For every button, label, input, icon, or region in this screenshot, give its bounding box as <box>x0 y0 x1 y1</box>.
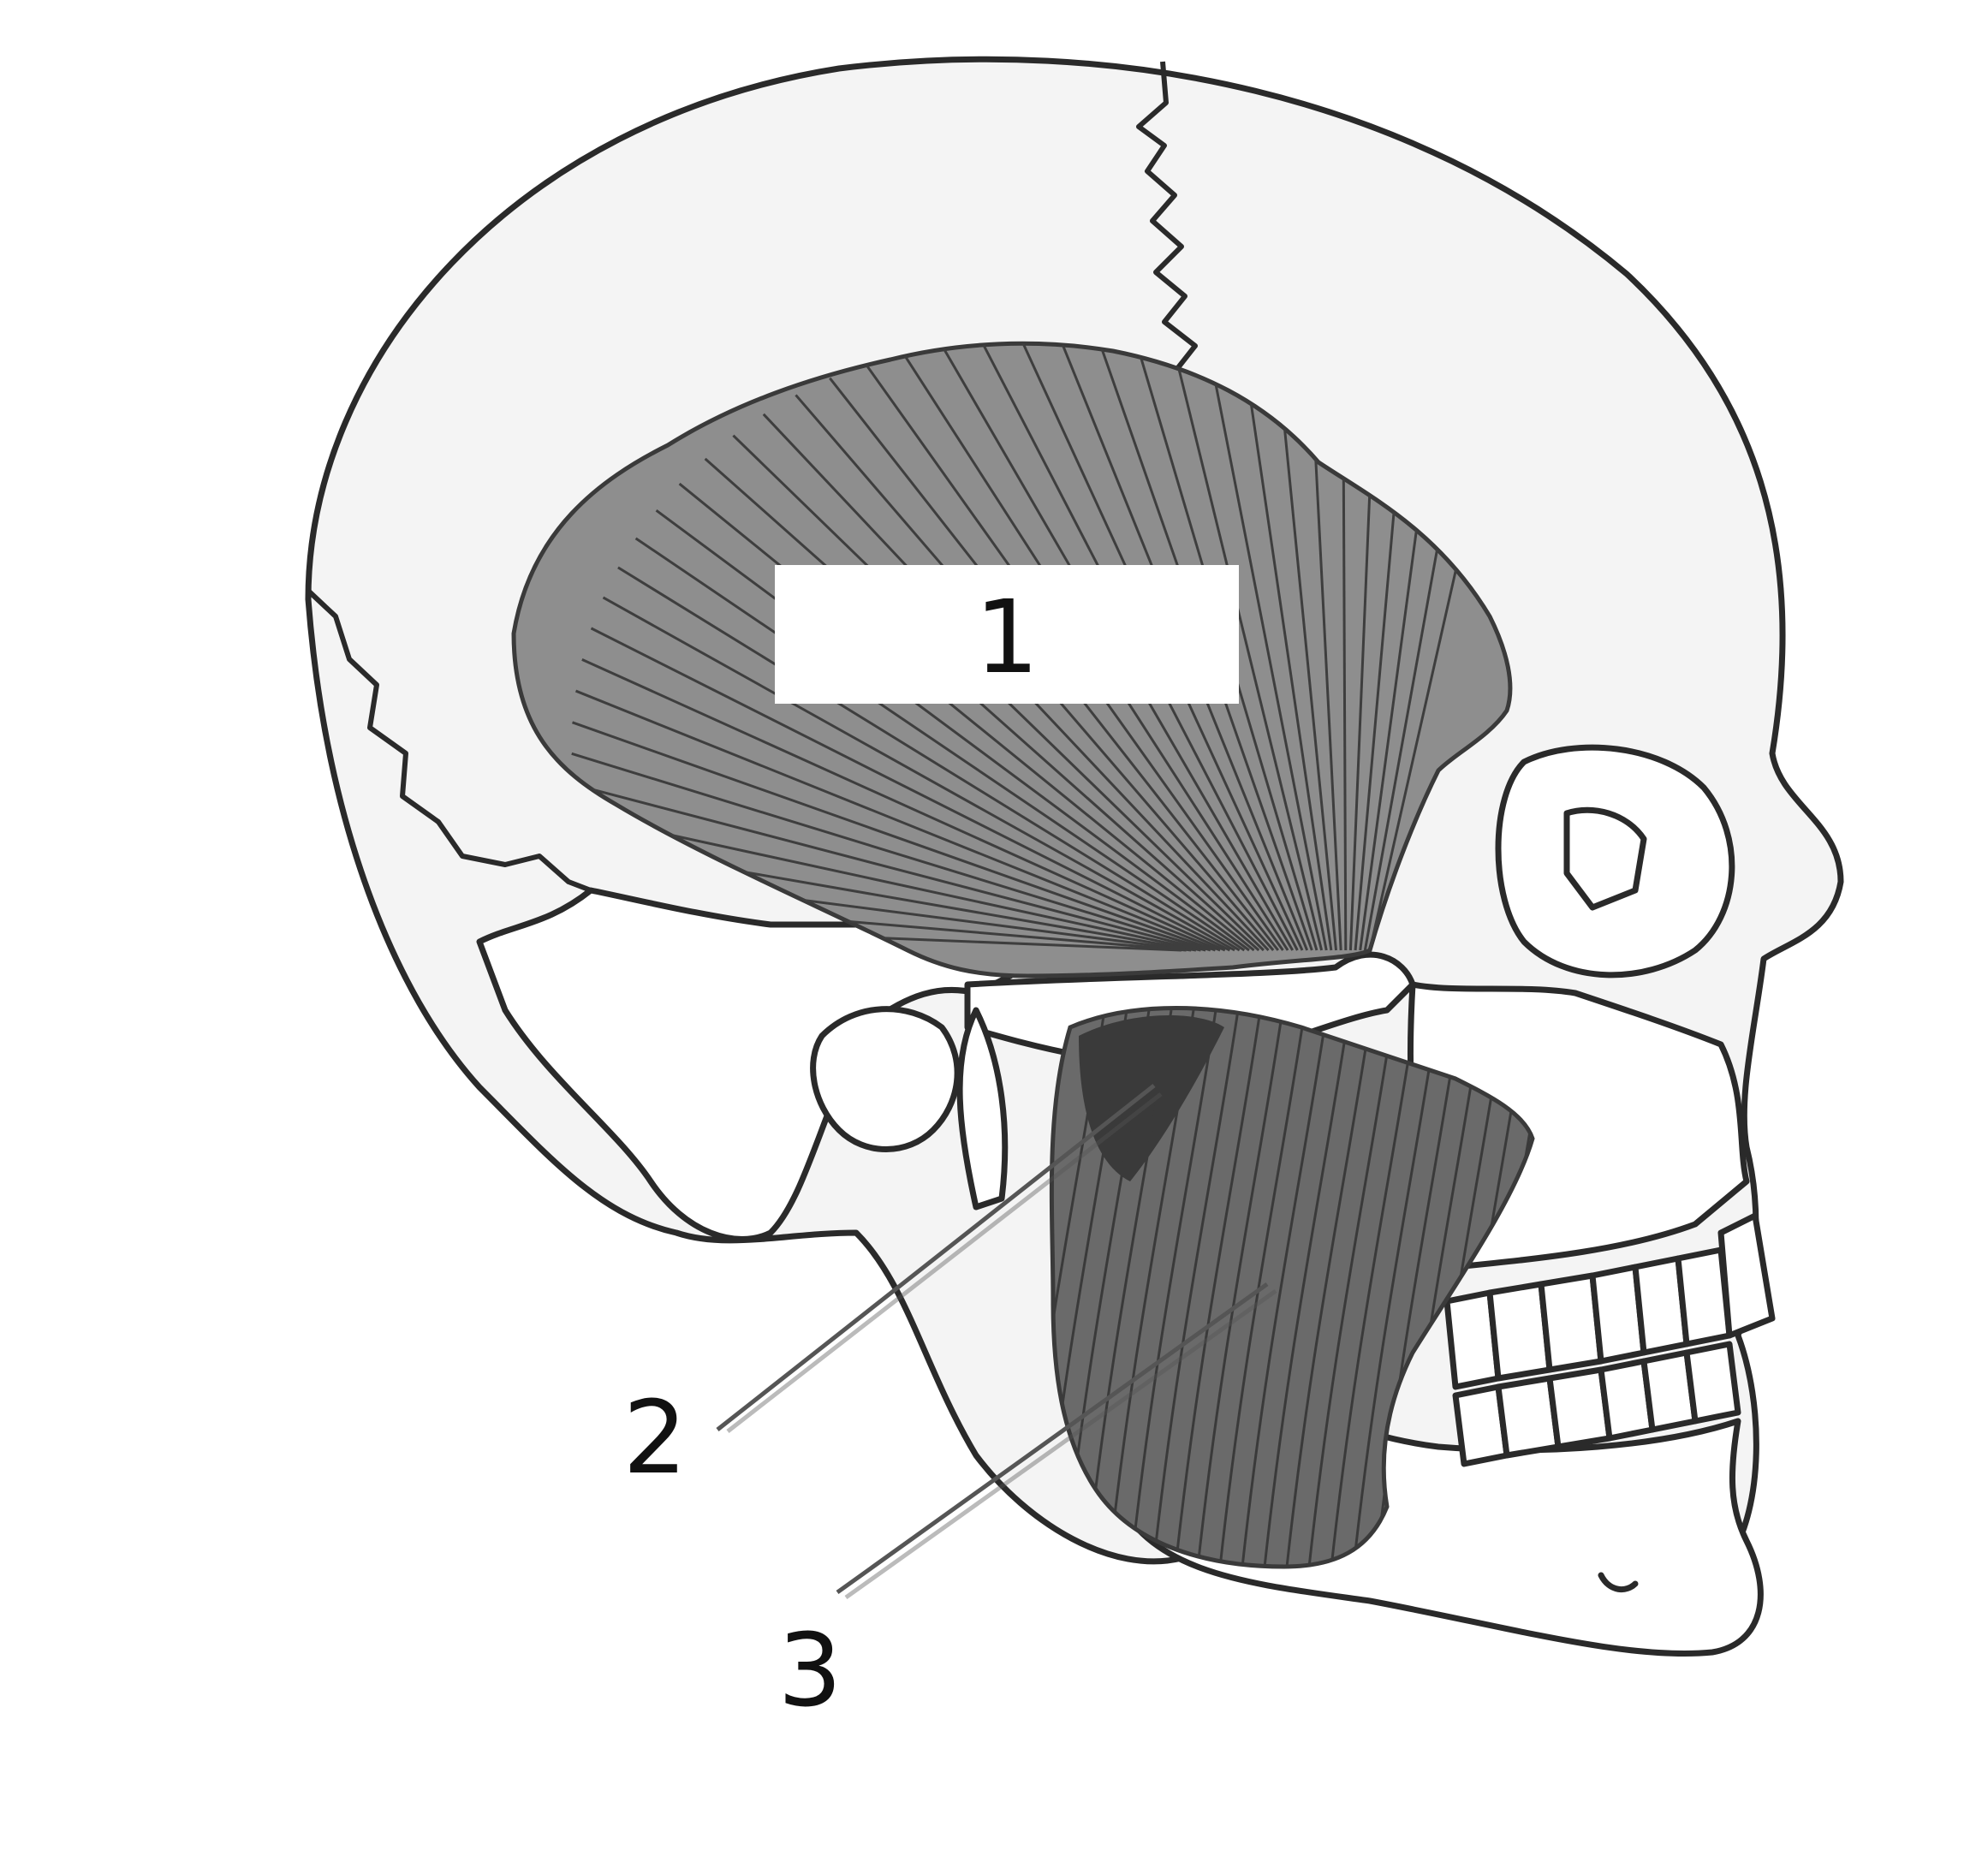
styloid-process <box>956 1007 1009 1211</box>
masseter-fiber <box>1051 1009 1106 1567</box>
masseter-fiber <box>1329 1009 1418 1567</box>
orbit <box>1495 744 1735 979</box>
temporalis-fiber <box>704 457 1260 952</box>
masseter-fiber <box>1084 1009 1173 1567</box>
temporalis-fiber <box>572 721 1216 952</box>
temporalis-fiber <box>1348 419 1374 951</box>
masseter-fiber <box>1128 1009 1217 1567</box>
temporalis-fiber <box>577 813 1201 952</box>
leader-line-3 <box>836 1282 1269 1595</box>
masseter-deep-part <box>1079 1015 1224 1181</box>
lambdoid-suture <box>306 588 592 893</box>
masseter-fiber <box>1151 1009 1240 1567</box>
label-1: 1 <box>974 578 1039 696</box>
masseter-fiber <box>1195 1009 1284 1567</box>
masseter-fiber <box>1306 1009 1396 1567</box>
masseter-fiber <box>1217 1009 1306 1567</box>
leader-line-2 <box>716 1084 1156 1431</box>
temporalis-fiber <box>590 627 1231 952</box>
upper-teeth <box>1443 1212 1776 1390</box>
temporalis-fiber <box>574 689 1221 952</box>
temporalis-fiber <box>1342 402 1348 951</box>
mental-foramen <box>1598 1572 1639 1593</box>
temporalis-fiber <box>1277 371 1338 951</box>
temporalis-fiber <box>571 752 1211 952</box>
leader-line-2-b <box>726 1092 1163 1433</box>
temporalis-fiber <box>1243 358 1333 951</box>
masseter-fiber <box>1262 1009 1351 1567</box>
label-3: 3 <box>777 1611 842 1729</box>
temporalis-fiber <box>581 657 1226 952</box>
temporalis-fiber <box>1354 439 1402 951</box>
masseter-fiber <box>1173 1009 1262 1567</box>
lower-teeth <box>1452 1341 1741 1467</box>
label-1-box <box>775 565 1239 704</box>
mandibular-condyle <box>810 1006 961 1152</box>
leader-line-3-b <box>844 1288 1277 1600</box>
temporalis-fiber <box>1310 385 1342 951</box>
temporalis-fiber <box>1207 348 1328 951</box>
temporalis-fiber <box>1368 503 1473 951</box>
temporalis-fiber <box>602 596 1235 952</box>
masseter-fiber <box>1284 1009 1373 1567</box>
temporalis-fiber <box>678 482 1255 952</box>
temporalis-fiber <box>1359 459 1427 951</box>
masseter-fiber <box>1106 1009 1195 1567</box>
temporalis-fiber <box>1170 343 1324 951</box>
masseter-fiber <box>1240 1009 1329 1567</box>
coronal-suture <box>1136 61 1207 395</box>
temporalis-fiber <box>1363 480 1451 951</box>
temporalis-fiber <box>634 537 1246 952</box>
label-2: 2 <box>622 1378 687 1496</box>
orbit-inner <box>1563 806 1647 911</box>
temporalis-fiber <box>655 509 1250 952</box>
masseter-fiber <box>1351 1009 1440 1567</box>
temporalis-fiber <box>617 566 1241 952</box>
temporalis-fiber <box>573 782 1206 952</box>
